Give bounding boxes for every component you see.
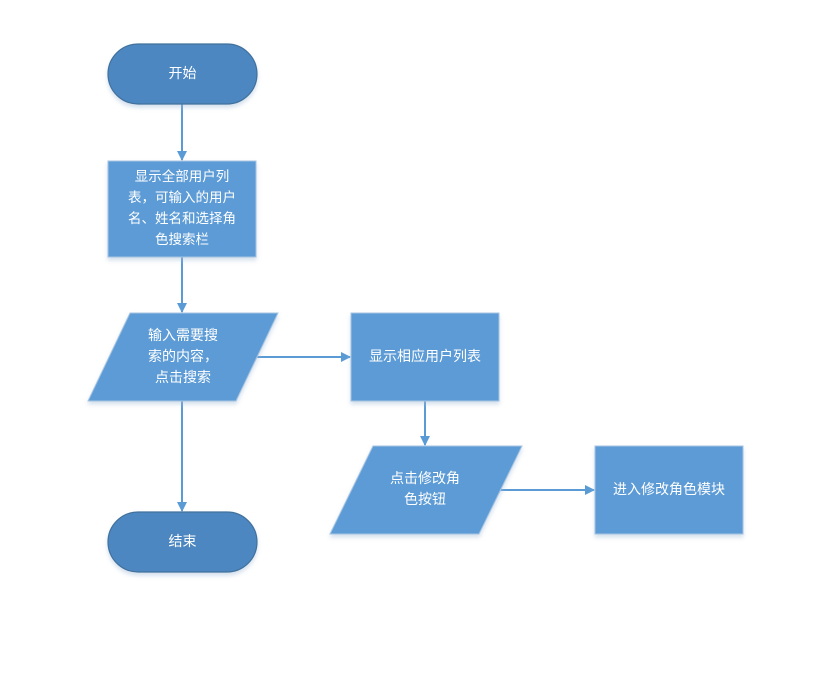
click-modify-role-label: 点击修改角 色按钮 [390,471,460,508]
end-terminator [107,511,258,573]
click-modify-role-data [329,445,523,535]
enter-modify-role-module-label: 进入修改角色模块 [613,481,725,498]
start-label: 开始 [168,65,197,82]
input-search-data [87,312,279,402]
input-search-label: 输入需要搜 索的内容， 点击搜索 [148,327,218,386]
show-all-users-label: 显示全部用户列 表，可输入的用户 名、姓名和选择角 色搜索栏 [128,169,236,248]
enter-modify-role-module-process [594,445,744,535]
show-all-users-process [107,160,257,258]
end-label: 结束 [168,533,197,550]
show-matching-users-label: 显示相应用户列表 [369,348,481,365]
show-matching-users-process [350,312,500,402]
start-terminator [107,43,258,105]
